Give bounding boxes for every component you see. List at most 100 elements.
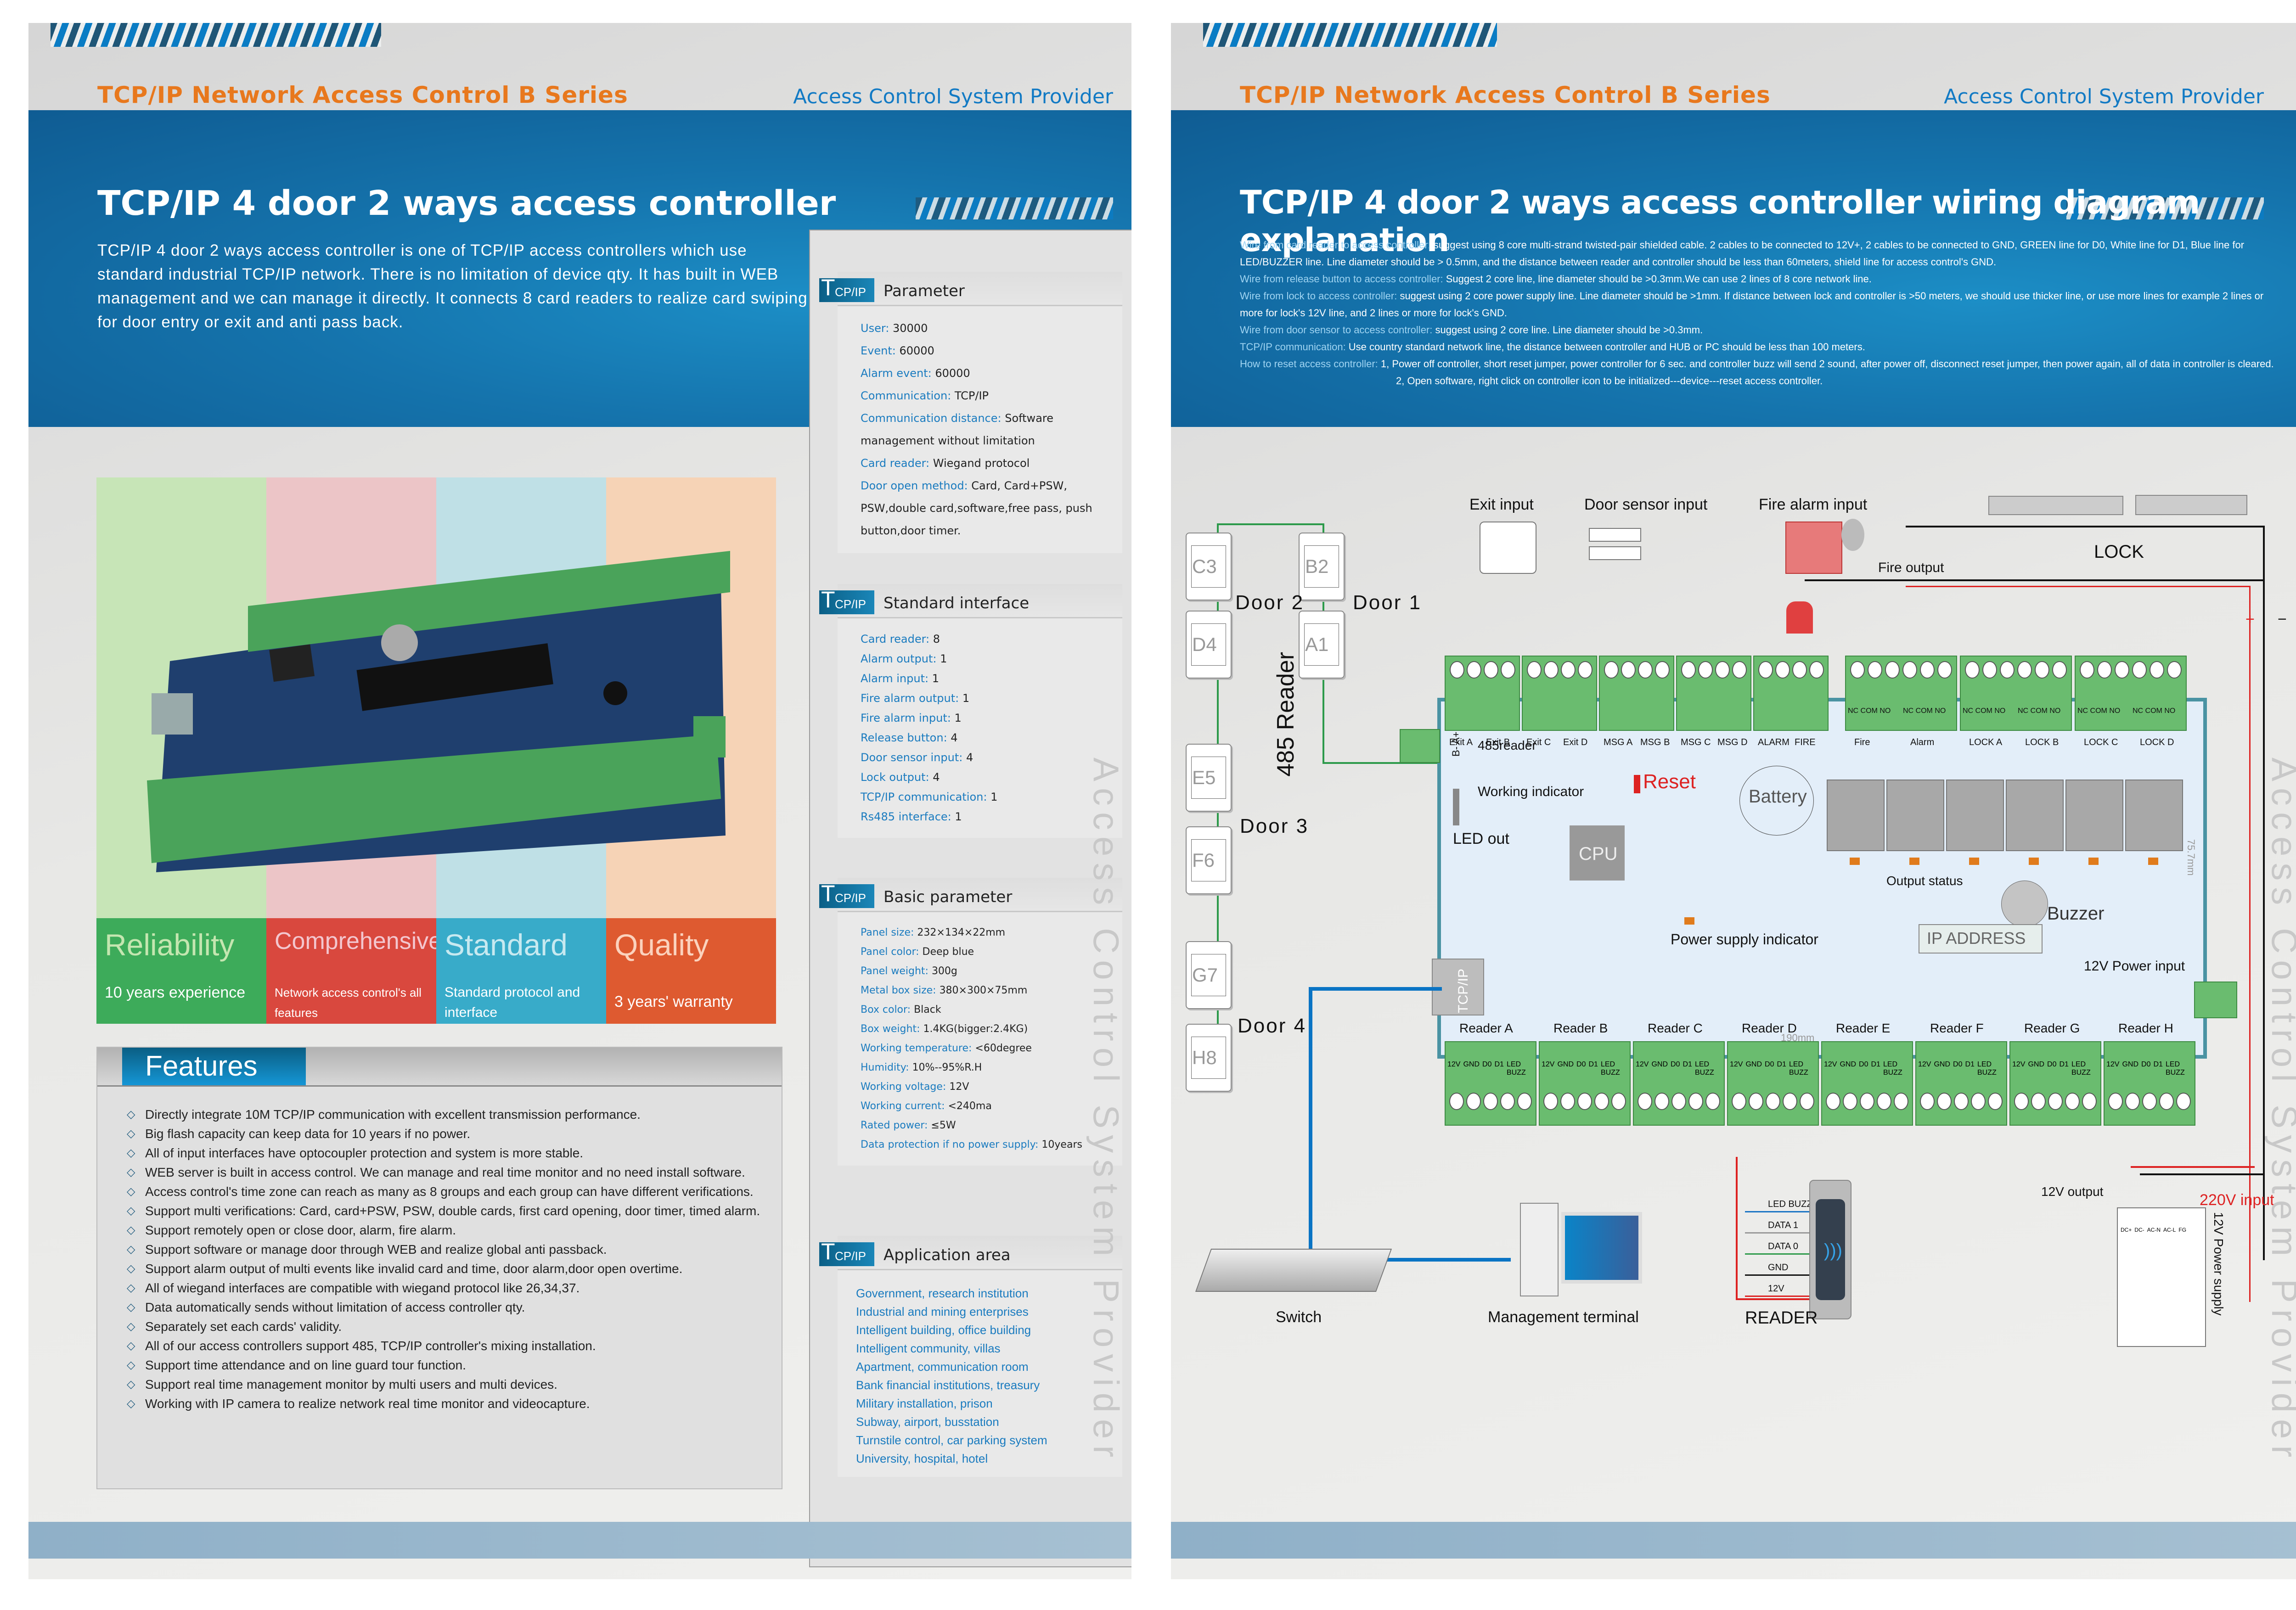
spec-row: Communication: TCP/IP <box>861 385 1122 407</box>
screw-icon <box>1638 661 1653 679</box>
monitor-icon <box>1561 1212 1642 1284</box>
relay-pins-label: NC COM NO <box>1903 707 1946 715</box>
footer-bar <box>1171 1522 2296 1559</box>
screw-icon <box>1937 1093 1952 1110</box>
spec-row: Working current: <240ma <box>861 1097 1122 1116</box>
pin-label: D1 <box>2153 1060 2163 1068</box>
screw-row <box>1964 661 2068 679</box>
pin-label: D1 <box>1588 1060 1598 1068</box>
reader-terminal-label: Reader H <box>2118 1021 2173 1035</box>
reader485-label: 485 Reader <box>1272 652 1299 777</box>
application-item: Military installation, prison <box>856 1397 993 1410</box>
reader-wire <box>1745 1253 1809 1255</box>
left-page: TCP/IP Network Access Control B Series A… <box>28 23 1131 1579</box>
spec-key: Fire alarm input: <box>861 712 955 724</box>
screw-icon <box>1621 661 1636 679</box>
screw-icon <box>2082 1093 2097 1110</box>
application-item: Subway, airport, busstation <box>856 1415 999 1429</box>
pin-label: GND <box>1557 1060 1574 1068</box>
reader-label: READER <box>1745 1308 1818 1328</box>
screw-icon <box>1782 1093 1797 1110</box>
screw-icon <box>1638 1093 1653 1110</box>
working-indicator-label: Working indicator <box>1478 784 1584 799</box>
pin-label: D1 <box>1965 1060 1975 1068</box>
psu-pin-label: DC- <box>2134 1227 2144 1233</box>
benefit-quality: Quality 3 years' warranty <box>606 918 776 1024</box>
screw-icon <box>1970 1093 1986 1110</box>
pin-label: D1 <box>1871 1060 1880 1068</box>
spec-row: Working voltage: 12V <box>861 1077 1122 1097</box>
spec-key: Communication distance: <box>861 412 1005 425</box>
exit-button-icon <box>1480 522 1536 574</box>
screw-icon <box>1809 661 1824 679</box>
pin-label: LED BUZZ <box>1977 1060 1997 1077</box>
pin-label: D0 <box>1953 1060 1963 1068</box>
screw-icon <box>2097 661 2112 679</box>
spec-value: Deep blue <box>922 946 974 958</box>
application-item: Industrial and mining enterprises <box>856 1305 1029 1318</box>
spec-key: Release button: <box>861 731 951 744</box>
decor-stripes <box>916 197 1113 219</box>
psu-label: 12V Power supply <box>2212 1212 2226 1316</box>
feature-item: Big flash capacity can keep data for 10 … <box>127 1124 768 1144</box>
screw-icon <box>1965 661 1980 679</box>
reader-terminal-label: Reader B <box>1553 1021 1608 1035</box>
screw-icon <box>1758 661 1773 679</box>
spec-row: Data protection if no power supply: 10ye… <box>861 1135 1122 1155</box>
spec-value: 4 <box>933 771 940 784</box>
screw-row <box>1919 1093 2003 1110</box>
screw-icon <box>1937 661 1952 679</box>
screw-icon <box>1953 1093 1969 1110</box>
wiring-note: 2, Open software, right click on control… <box>1396 375 1823 387</box>
screw-icon <box>1466 661 1481 679</box>
benefit-standard: Standard Standard protocol and interface <box>436 918 606 1024</box>
rs485-label: 485reader <box>1478 738 1536 752</box>
screw-icon <box>1859 1093 1874 1110</box>
screw-icon <box>1987 1093 2003 1110</box>
screw-icon <box>2000 661 2015 679</box>
exit-input-label: Exit input <box>1469 496 1534 513</box>
pin-label: LED BUZZ <box>2071 1060 2091 1077</box>
output-status-led <box>1850 858 1860 865</box>
note-key: Wire from card reader to access controll… <box>1240 239 1434 251</box>
pin-label: D0 <box>2047 1060 2057 1068</box>
spec-value: TCP/IP <box>954 389 989 402</box>
psu-pin-label: FG <box>2178 1227 2187 1233</box>
spec-key: TCP/IP communication: <box>861 791 991 803</box>
feature-item: Working with IP camera to realize networ… <box>127 1394 768 1414</box>
spec-row: Event: 60000 <box>861 340 1122 362</box>
spec-key: Fire alarm output: <box>861 692 962 705</box>
spec-value: 12V <box>949 1081 969 1093</box>
relay-terminal-label: LOCK A <box>1969 737 2003 747</box>
screw-icon <box>2150 661 2164 679</box>
screw-row <box>1525 661 1593 679</box>
reader-485: C3 <box>1186 533 1232 600</box>
led-out-header <box>1453 789 1459 825</box>
reset-label: Reset <box>1643 770 1696 793</box>
spec-value: <60degree <box>975 1043 1032 1054</box>
features-list: Directly integrate 10M TCP/IP communicat… <box>97 1087 782 1414</box>
screw-icon <box>2052 661 2067 679</box>
terminal-label: MSG B <box>1640 737 1670 747</box>
reader-485: H8 <box>1186 1024 1232 1092</box>
door-label: Door 3 <box>1240 815 1309 837</box>
spec-key: Panel color: <box>861 946 923 958</box>
reader-terminal-label: Reader C <box>1648 1021 1703 1035</box>
spec-value: <240ma <box>948 1100 992 1112</box>
spec-value: 60000 <box>935 367 970 380</box>
spec-value: 1 <box>962 692 970 705</box>
reader-wire-label: DATA 0 <box>1768 1241 1798 1251</box>
spec-value: 10%--95%R.H <box>912 1062 982 1073</box>
right-page: TCP/IP Network Access Control B Series A… <box>1171 23 2296 1579</box>
pc-tower-icon <box>1520 1203 1559 1296</box>
screw-icon <box>1850 661 1865 679</box>
pin-label: GND <box>1934 1060 1951 1068</box>
screw-row <box>2013 1093 2098 1110</box>
